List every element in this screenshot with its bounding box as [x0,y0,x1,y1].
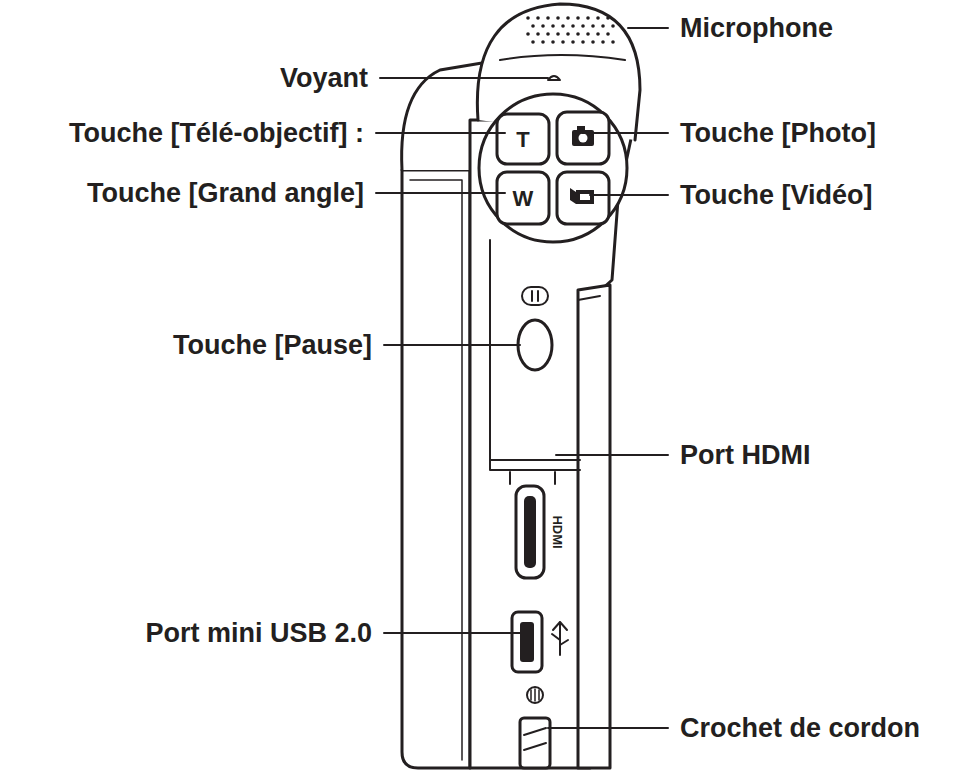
mic-hole [536,32,540,36]
mic-hole [536,16,540,20]
hdmi-socket [524,496,536,568]
leader-lines [376,28,668,728]
mic-hole [596,32,600,36]
mic-hole [611,24,615,28]
mic-hole [586,16,590,20]
part-label: Port mini USB 2.0 [145,620,372,647]
strap-hook-bars [524,728,546,750]
mic-hole [531,24,535,28]
part-label: Voyant [280,65,368,92]
video-button [557,172,609,224]
mic-hole [601,24,605,28]
door-panel-edge [490,459,580,461]
usb-port [512,612,542,672]
mic-hole [601,40,605,44]
part-label: Port HDMI [680,442,811,469]
strap-hook [520,718,550,768]
mic-hole [546,16,550,20]
usb-socket [520,622,534,662]
button-letter: W [513,188,534,210]
part-label: Microphone [680,15,833,42]
door-tabs [510,472,555,484]
hdmi-port [516,486,544,578]
part-label: Touche [Photo] [680,120,876,147]
mic-hole [551,40,555,44]
mic-hole [581,40,585,44]
mic-hole [526,32,530,36]
photo-button [557,112,609,164]
mic-hole [611,40,615,44]
mic-hole [526,16,530,20]
part-label: Touche [Pause] [173,332,372,359]
mic-hole [541,24,545,28]
mic-hole [531,40,535,44]
lcd-panel [402,170,470,768]
mic-hole [591,40,595,44]
lcd-edge [410,180,462,760]
wide-button [497,172,549,224]
mic-hole [551,24,555,28]
mic-hole [556,16,560,20]
rail-edge [578,296,600,300]
button-letter: T [516,129,529,151]
button-ring [479,94,627,242]
mic-hole [571,24,575,28]
mic-hole [576,16,580,20]
part-label: Touche [Vidéo] [680,182,873,209]
port-marking: HDMI [551,515,564,548]
mic-hole [586,32,590,36]
mic-hole [566,16,570,20]
tele-button [497,114,549,164]
mic-hole [576,32,580,36]
mic-hole [581,24,585,28]
mic-hole [541,40,545,44]
part-label: Touche [Grand angle] [87,180,364,207]
door-panel [490,240,580,470]
part-label: Touche [Télé-objectif] : [69,120,364,147]
camera-icon [572,126,594,146]
mic-hole [546,32,550,36]
mic-hole [561,40,565,44]
usb-symbol [552,622,568,655]
reset-hole [527,687,543,703]
mic-hole [566,32,570,36]
reset-hole-lines [531,689,539,701]
pause-button [518,320,552,370]
mic-hole [596,16,600,20]
mic-hole [606,32,610,36]
indicator-led [548,76,560,80]
side-rail [578,285,610,768]
mic-hole [556,32,560,36]
mic-hole [571,40,575,44]
head-line [500,55,625,60]
mic-hole [561,24,565,28]
pause-icon [522,287,548,305]
part-label: Crochet de cordon [680,715,920,742]
microphone-holes [526,16,615,44]
pause-bars [532,291,538,301]
mic-hole [606,16,610,20]
mic-hole [591,24,595,28]
